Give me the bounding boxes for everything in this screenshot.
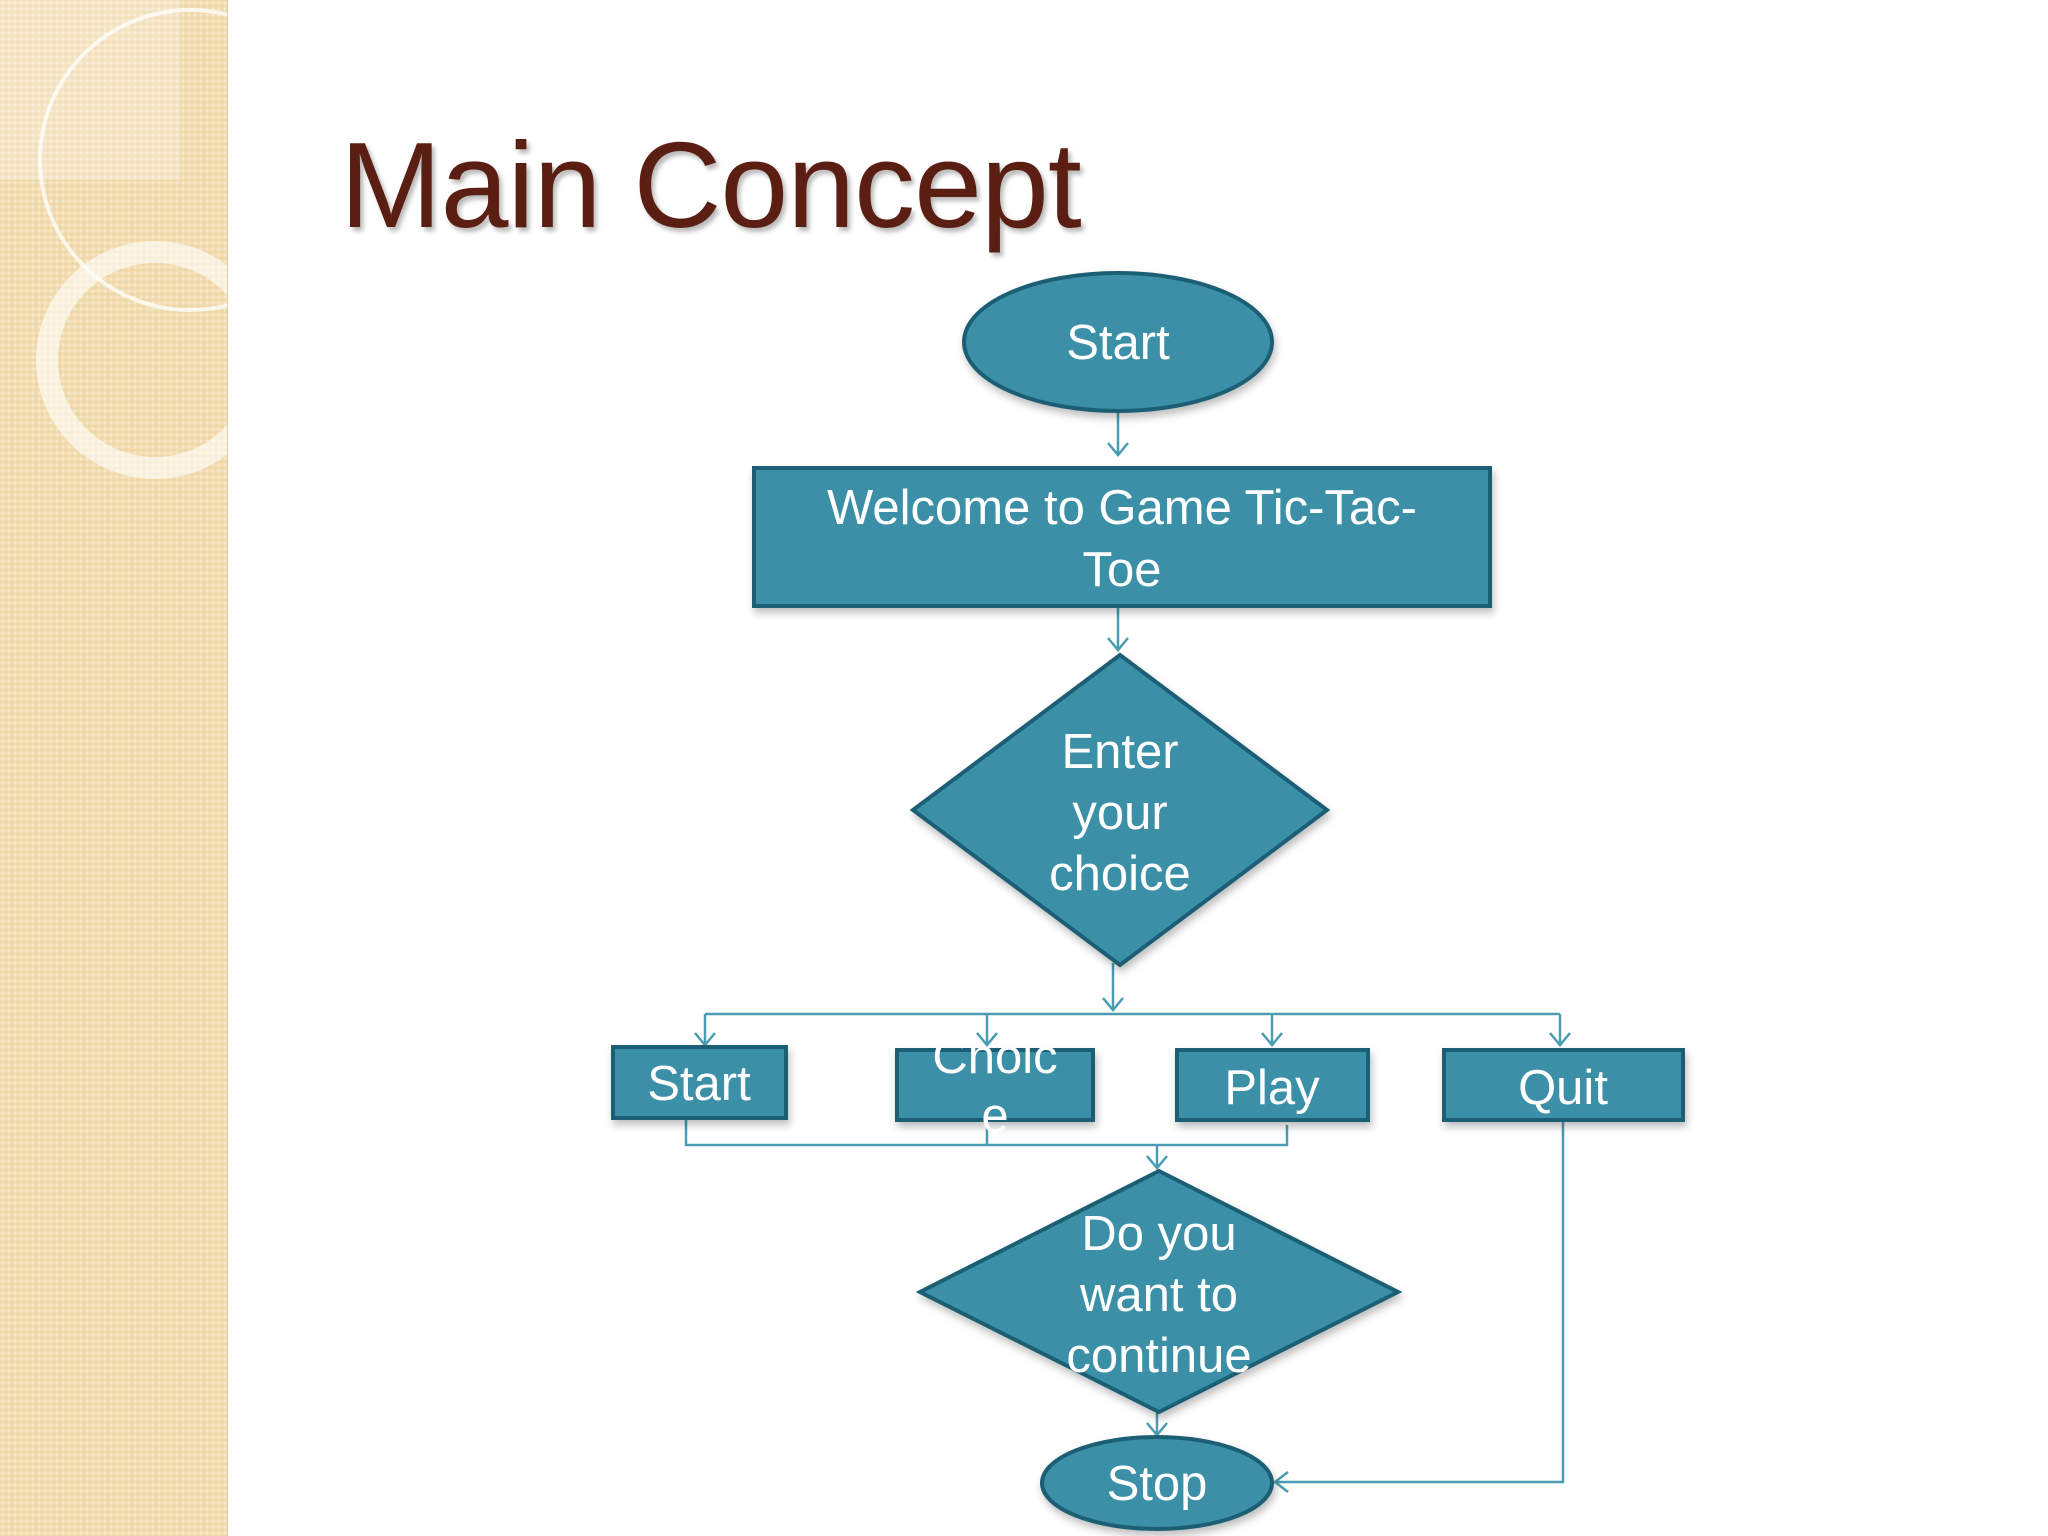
arrowhead	[1107, 637, 1129, 652]
stop-node: Stop	[1040, 1435, 1274, 1531]
choice-decision-line-1: Enter	[1061, 725, 1178, 779]
continue-decision-line-3: continue	[1066, 1329, 1251, 1383]
continue-decision-line-2: want to	[1079, 1268, 1238, 1322]
option-start-box: Start	[611, 1045, 788, 1120]
option-quit-label: Quit	[1518, 1061, 1608, 1115]
start-node: Start	[962, 271, 1274, 413]
choice-decision-line-2: your	[1072, 786, 1167, 840]
decorative-circles	[0, 0, 227, 479]
choice-decision-line-3: choice	[1049, 847, 1191, 901]
option-quit-box: Quit	[1442, 1048, 1685, 1122]
arrowhead	[1107, 442, 1129, 457]
connector-quit-stop	[1275, 1122, 1565, 1484]
choice-decision-diamond: Enter your choice	[909, 652, 1331, 968]
option-play-label: Play	[1224, 1061, 1320, 1115]
slide-title: Main Concept	[340, 117, 1082, 253]
option-play-box: Play	[1175, 1048, 1370, 1122]
arrowhead	[1261, 1032, 1283, 1047]
option-choice-label-bottom: e	[981, 1089, 1008, 1143]
arrowhead	[976, 1032, 998, 1047]
continue-decision-diamond: Do you want to continue	[915, 1168, 1403, 1415]
decorative-sidebar	[0, 0, 228, 1536]
arrowhead	[1549, 1032, 1571, 1047]
arrowhead	[1146, 1155, 1168, 1170]
arrowhead	[1102, 997, 1124, 1012]
welcome-line-1: Welcome to Game Tic-Tac-	[827, 481, 1417, 535]
continue-decision-line-1: Do you	[1081, 1207, 1236, 1261]
arrowhead	[1272, 1471, 1289, 1493]
start-node-label: Start	[1066, 316, 1170, 370]
option-start-label: Start	[647, 1057, 751, 1111]
option-choice-label-top: Choic	[932, 1030, 1057, 1084]
option-choice-box: Choic e	[895, 1030, 1095, 1143]
stop-node-label: Stop	[1107, 1457, 1208, 1511]
welcome-process-box: Welcome to Game Tic-Tac- Toe	[752, 466, 1492, 608]
welcome-line-2: Toe	[1082, 543, 1161, 597]
